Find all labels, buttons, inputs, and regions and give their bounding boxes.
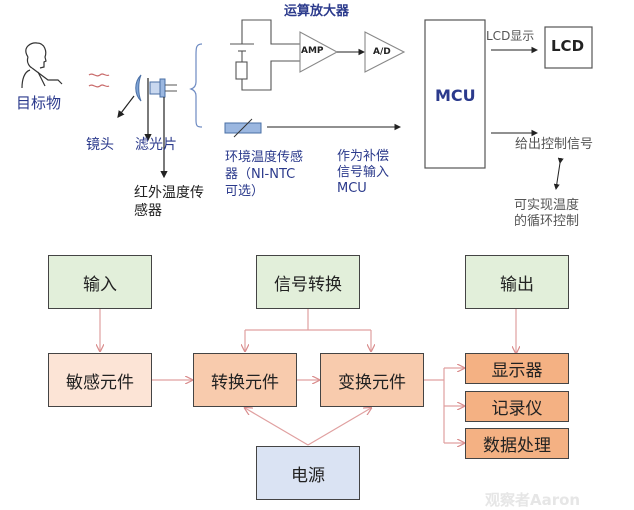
- adc-label: A/D: [373, 47, 391, 57]
- ambient-sensor-line2: 器（NI-NTC: [225, 167, 296, 182]
- data-processing-box: 数据处理: [465, 428, 569, 459]
- ir-sensor-icon: [149, 78, 177, 98]
- recorder-box: 记录仪: [465, 391, 569, 422]
- mcu-label: MCU: [435, 86, 476, 105]
- sensitive-element-label: 敏感元件: [66, 372, 134, 393]
- sensitive-element-box: 敏感元件: [48, 353, 152, 407]
- compensation-line1: 作为补偿: [337, 149, 390, 164]
- person-icon: [21, 42, 63, 89]
- lens-icon: [135, 74, 142, 102]
- amp-label: AMP: [301, 46, 324, 56]
- signal-conversion-box: 信号转换: [256, 255, 360, 309]
- loop-control-line1: 可实现温度: [514, 198, 580, 213]
- lcd-label: LCD: [551, 37, 585, 55]
- conversion-element-box: 转换元件: [193, 353, 297, 407]
- watermark: 观察者Aaron: [485, 491, 581, 509]
- amplifier-circuit: [230, 19, 406, 91]
- control-signal-label: 给出控制信号: [515, 137, 594, 152]
- signal-conversion-label: 信号转换: [274, 274, 342, 295]
- recorder-label: 记录仪: [491, 399, 543, 419]
- output-label: 输出: [500, 274, 534, 295]
- ambient-sensor-line3: 可选）: [225, 184, 265, 199]
- transform-element-box: 变换元件: [320, 353, 424, 407]
- ntc-thermistor-icon: [224, 118, 262, 138]
- compensation-line3: MCU: [337, 181, 367, 196]
- conversion-element-label: 转换元件: [211, 372, 279, 393]
- data-processing-label: 数据处理: [483, 436, 551, 456]
- mcu-box: [424, 19, 486, 169]
- ambient-sensor-line1: 环境温度传感: [225, 150, 304, 165]
- ir-sensor-label-line1: 红外温度传: [134, 185, 204, 201]
- ir-sensor-label-line2: 感器: [134, 203, 162, 219]
- lcd-display-label: LCD显示: [486, 29, 535, 43]
- power-box: 电源: [256, 446, 360, 500]
- loop-control-line2: 的循环控制: [514, 214, 580, 229]
- infrared-wave-icon: [88, 73, 110, 88]
- display-box: 显示器: [465, 353, 569, 384]
- display-label: 显示器: [491, 361, 543, 381]
- lens-label: 镜头: [86, 137, 114, 153]
- input-box: 输入: [48, 255, 152, 309]
- block-connectors: [100, 309, 516, 445]
- opamp-title: 运算放大器: [284, 4, 350, 19]
- power-label: 电源: [291, 465, 325, 486]
- output-box: 输出: [465, 255, 569, 309]
- target-object-label: 目标物: [16, 94, 62, 112]
- transform-element-label: 变换元件: [338, 372, 406, 393]
- brace: [189, 43, 203, 128]
- compensation-line2: 信号输入: [337, 165, 390, 180]
- lcd-box: [544, 26, 593, 69]
- input-label: 输入: [83, 274, 117, 295]
- filter-label: 滤光片: [135, 137, 177, 153]
